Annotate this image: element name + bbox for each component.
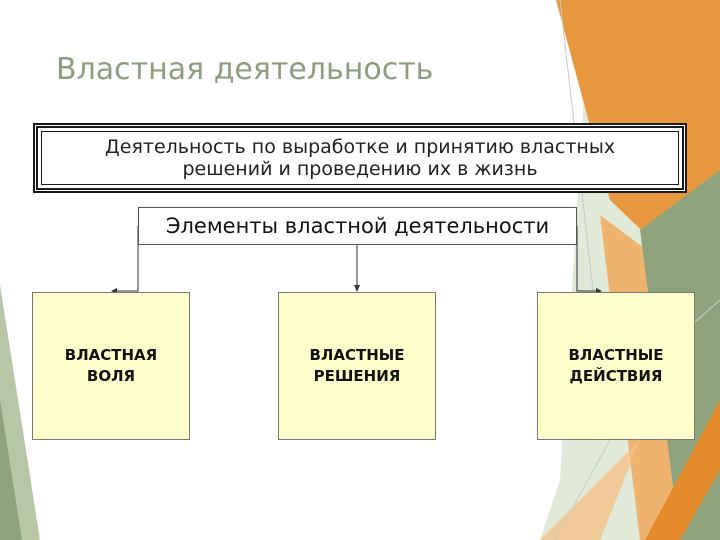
decor-line (554, 439, 611, 540)
element-label-decisions: ВЛАСТНЫЕ РЕШЕНИЯ (309, 346, 405, 385)
definition-box: Деятельность по выработке и принятию вла… (33, 123, 687, 193)
element-label-actions: ВЛАСТНЫЕ ДЕЙСТВИЯ (568, 346, 664, 385)
element-label-will: ВЛАСТНАЯ ВОЛЯ (64, 346, 158, 385)
left-green-triangle-dark (0, 400, 22, 540)
slide-title: Властная деятельность (56, 52, 434, 87)
right-orange-strip (645, 400, 720, 540)
elements-header-box: Элементы властной деятельности (138, 207, 577, 245)
definition-text: Деятельность по выработке и принятию вла… (104, 136, 616, 180)
element-box-actions: ВЛАСТНЫЕ ДЕЙСТВИЯ (537, 292, 695, 440)
right-lightorange-corner (540, 440, 640, 540)
element-box-will: ВЛАСТНАЯ ВОЛЯ (32, 292, 190, 440)
element-box-decisions: ВЛАСТНЫЕ РЕШЕНИЯ (278, 292, 436, 440)
